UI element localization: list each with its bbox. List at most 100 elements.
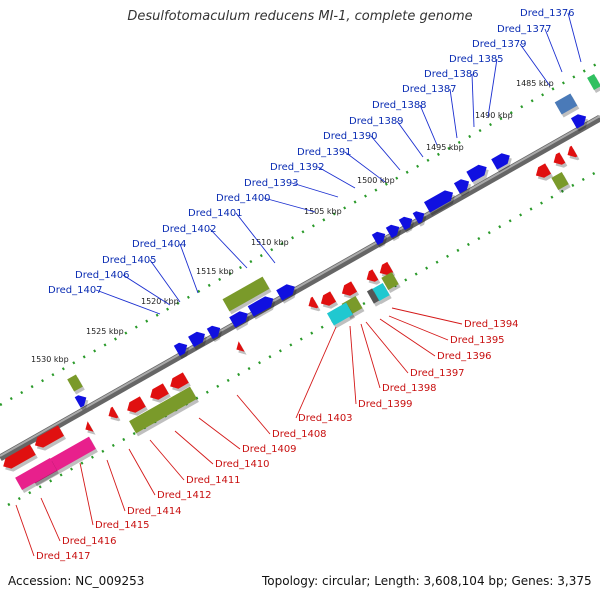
genome-backbone-highlight — [0, 115, 600, 457]
forward-cds-arrow — [398, 216, 413, 231]
tick-label: 1530 kbp — [31, 355, 69, 364]
forward-cds-arrow — [423, 190, 454, 213]
reverse-label-leader — [15, 504, 35, 557]
reverse-label-leader — [388, 315, 449, 341]
reverse-label-leader — [379, 318, 436, 357]
forward-gene-label[interactable]: Dred_1389 — [349, 116, 404, 127]
reverse-cds-arrow — [341, 281, 358, 296]
reverse-cds-arrow — [379, 261, 394, 276]
reverse-gene-label[interactable]: Dred_1414 — [127, 506, 182, 517]
reverse-cds-arrow — [553, 152, 566, 165]
forward-gene-label[interactable]: Dred_1386 — [424, 69, 479, 80]
steel-feature-box — [554, 93, 578, 115]
reverse-gene-label[interactable]: Dred_1417 — [36, 551, 91, 562]
reverse-gene-label[interactable]: Dred_1403 — [298, 413, 353, 424]
tick-label: 1515 kbp — [196, 267, 234, 276]
forward-label-leader — [235, 212, 276, 264]
forward-gene-label[interactable]: Dred_1401 — [188, 208, 243, 219]
olive-feature-box — [551, 171, 569, 191]
reverse-label-leader — [40, 497, 61, 542]
forward-cds-arrow — [385, 224, 400, 239]
forward-cds-arrow — [74, 395, 87, 408]
forward-gene-label[interactable]: Dred_1388 — [372, 100, 427, 111]
cyan-feature-box — [372, 282, 390, 302]
reverse-label-leader — [149, 439, 185, 481]
map-title: Desulfotomaculum reducens MI-1, complete… — [127, 9, 473, 24]
tick-label: 1485 kbp — [516, 79, 554, 88]
forward-gene-label[interactable]: Dred_1392 — [270, 162, 325, 173]
reverse-cds-arrow — [320, 291, 337, 306]
forward-cds-arrow — [206, 325, 221, 340]
reverse-cds-arrow — [34, 425, 65, 448]
reverse-label-leader — [391, 307, 463, 325]
gene-glyphs — [3, 73, 600, 493]
forward-label-leader — [396, 120, 424, 158]
reverse-label-leader — [365, 321, 409, 374]
forward-gene-label[interactable]: Dred_1404 — [132, 239, 187, 250]
gray-feature-box — [366, 288, 380, 304]
forward-label-leader — [370, 135, 401, 171]
forward-gene-label[interactable]: Dred_1391 — [297, 147, 352, 158]
forward-gene-label[interactable]: Dred_1402 — [162, 224, 217, 235]
reverse-gene-label[interactable]: Dred_1396 — [437, 351, 492, 362]
cyan-feature-box — [326, 302, 354, 326]
forward-gene-label[interactable]: Dred_1385 — [449, 54, 504, 65]
reverse-gene-label[interactable]: Dred_1412 — [157, 490, 212, 501]
forward-label-leader — [291, 182, 339, 198]
gene-labels: Dred_1376Dred_1377Dred_1379Dred_1385Dred… — [36, 8, 575, 562]
forward-gene-label[interactable]: Dred_1387 — [402, 84, 457, 95]
reverse-gene-label[interactable]: Dred_1398 — [382, 383, 437, 394]
forward-cds-arrow — [570, 114, 587, 129]
reverse-gene-label[interactable]: Dred_1415 — [95, 520, 150, 531]
forward-gene-label[interactable]: Dred_1377 — [497, 24, 552, 35]
forward-cds-arrow — [247, 296, 274, 317]
forward-cds-arrow — [491, 153, 510, 170]
inner-guide-line — [7, 168, 600, 507]
forward-label-leader — [519, 43, 551, 87]
reverse-gene-label[interactable]: Dred_1416 — [62, 536, 117, 547]
reverse-label-leader — [174, 430, 214, 465]
forward-gene-label[interactable]: Dred_1407 — [48, 285, 103, 296]
green-feature-box — [587, 73, 600, 91]
forward-gene-label[interactable]: Dred_1390 — [323, 131, 378, 142]
reverse-gene-label[interactable]: Dred_1399 — [358, 399, 413, 410]
reverse-gene-label[interactable]: Dred_1411 — [186, 475, 241, 486]
reverse-cds-arrow — [567, 145, 578, 158]
reverse-gene-label[interactable]: Dred_1408 — [272, 429, 327, 440]
reverse-cds-arrow — [236, 341, 245, 352]
topology-text: Topology: circular; Length: 3,608,104 bp… — [262, 574, 592, 588]
reverse-gene-label[interactable]: Dred_1394 — [464, 319, 519, 330]
reverse-cds-arrow — [535, 163, 552, 178]
forward-cds-arrow — [466, 164, 487, 183]
forward-gene-label[interactable]: Dred_1400 — [216, 193, 271, 204]
reverse-gene-label[interactable]: Dred_1395 — [450, 335, 505, 346]
forward-label-leader — [567, 12, 582, 63]
reverse-gene-label[interactable]: Dred_1397 — [410, 368, 465, 379]
olive-feature-box — [381, 271, 399, 291]
forward-label-leader — [419, 104, 438, 146]
reverse-label-leader — [349, 325, 357, 405]
reverse-gene-label[interactable]: Dred_1409 — [242, 444, 297, 455]
reverse-cds-arrow — [150, 383, 169, 400]
reverse-cds-arrow — [127, 396, 146, 413]
forward-label-leader — [95, 289, 161, 315]
tick-label: 1495 kbp — [426, 143, 464, 152]
pink-feature-box — [15, 458, 57, 490]
reverse-cds-arrow — [366, 269, 379, 282]
tick-label: 1490 kbp — [475, 111, 513, 120]
reverse-label-leader — [360, 323, 381, 389]
forward-label-leader — [449, 88, 458, 139]
forward-gene-label[interactable]: Dred_1379 — [472, 39, 527, 50]
forward-label-leader — [122, 274, 171, 306]
forward-gene-label[interactable]: Dred_1405 — [102, 255, 157, 266]
forward-gene-label[interactable]: Dred_1393 — [244, 178, 299, 189]
reverse-cds-arrow — [308, 296, 319, 309]
forward-gene-label[interactable]: Dred_1376 — [520, 8, 575, 19]
forward-gene-label[interactable]: Dred_1406 — [75, 270, 130, 281]
forward-label-leader — [344, 151, 386, 183]
forward-cds-arrow — [453, 179, 470, 194]
genome-backbone — [0, 114, 600, 462]
tick-label: 1505 kbp — [304, 207, 342, 216]
reverse-gene-label[interactable]: Dred_1410 — [215, 459, 270, 470]
